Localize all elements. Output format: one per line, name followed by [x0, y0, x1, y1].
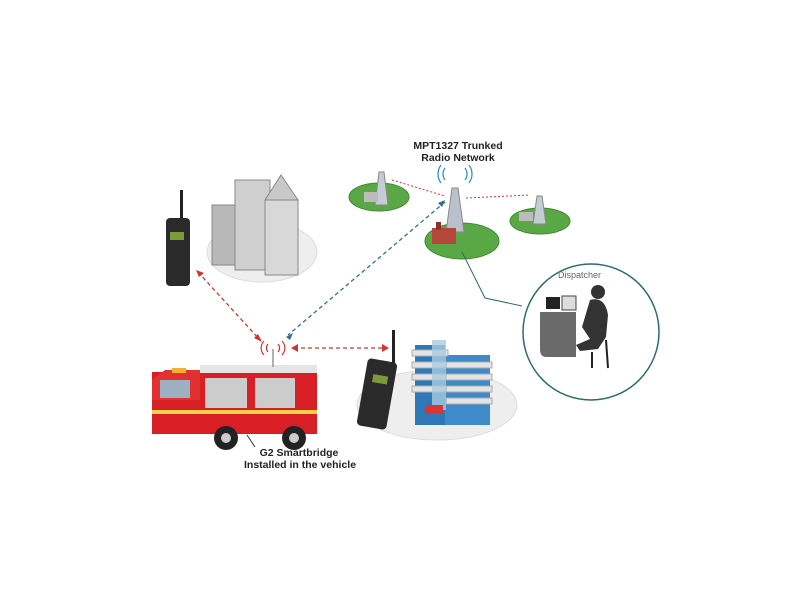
blue-link-tower-vehicle: [287, 201, 446, 336]
handheld-radio-right-icon: [356, 330, 398, 430]
dispatcher-connector: [461, 251, 523, 307]
network-title-line2: Radio Network: [421, 152, 495, 164]
handheld-radio-left-icon: [166, 190, 190, 286]
arrowhead: [382, 344, 389, 352]
vehicle-label: G2 Smartbridge Installed in the vehicle: [244, 447, 357, 471]
vehicle-label-line2: Installed in the vehicle: [244, 459, 357, 471]
vehicle-label-line1: G2 Smartbridge: [259, 447, 339, 459]
vehicle-label-pointer: [246, 434, 256, 448]
red-link-radio-vehicle: [197, 271, 261, 341]
network-title-line1: MPT1327 Trunked: [413, 140, 503, 152]
fire-truck-icon: [152, 340, 317, 450]
office-building-icon: [411, 340, 493, 425]
dispatcher-figure-icon: [540, 285, 609, 369]
arrowhead: [438, 200, 445, 207]
tower-center-icon: [432, 164, 473, 244]
arrowhead: [196, 270, 204, 277]
tower-link-left: [391, 179, 446, 197]
tower-link-right: [465, 194, 531, 199]
arrowhead: [254, 334, 262, 342]
dispatcher-label: Dispatcher: [558, 270, 602, 280]
arrowhead: [291, 344, 298, 352]
tower-right-icon: [519, 195, 547, 225]
tower-left-icon: [364, 171, 389, 206]
arrowhead: [286, 333, 293, 340]
network-title: MPT1327 Trunked Radio Network: [398, 140, 518, 164]
city-buildings-icon: [211, 174, 299, 276]
